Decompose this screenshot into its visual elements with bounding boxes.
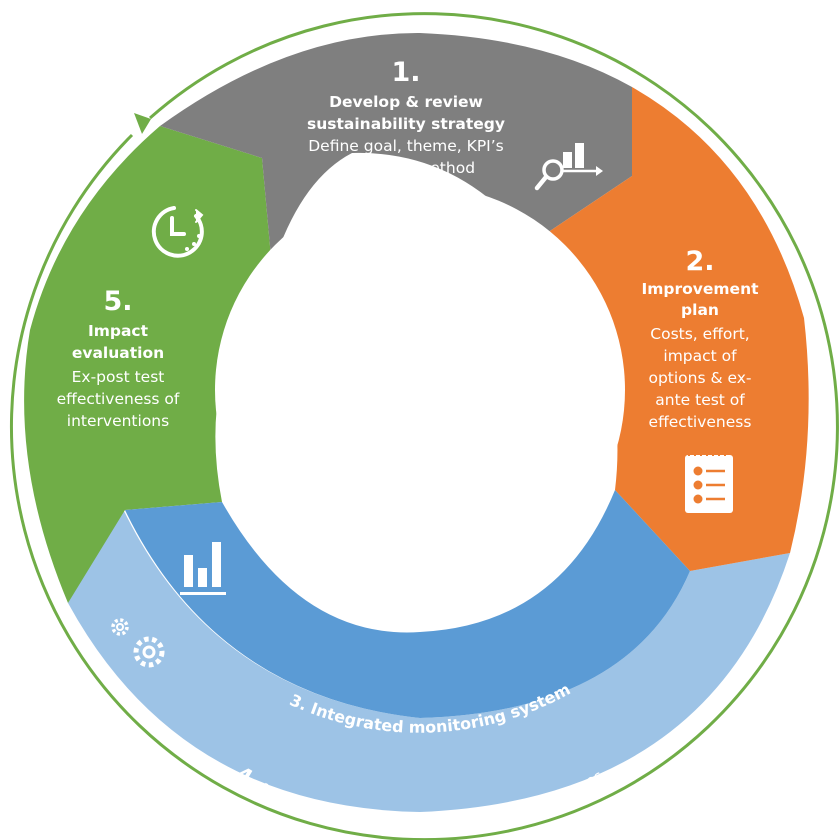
step5-body-line2: effectiveness of [57, 390, 180, 408]
gears-icon [111, 618, 165, 668]
segment-implementation [68, 506, 790, 812]
step2-body-line5: effectiveness [649, 413, 752, 431]
step5-body-line3: interventions [67, 412, 169, 430]
step3-number: 3. [287, 690, 310, 714]
outer-cycle-ring [9, 12, 839, 840]
center-circle [215, 185, 625, 595]
magnifier-bar-chart-icon [534, 143, 603, 191]
numbered-checklist-icon [685, 452, 733, 513]
step5-title-line2: evaluation [72, 344, 164, 362]
step2-body-line2: impact of [663, 347, 737, 365]
segment-improvement-plan [532, 87, 809, 571]
step5-number: 5. [103, 286, 132, 317]
step1-title-line2: sustainability strategy [307, 115, 505, 133]
clock-refresh-icon [151, 206, 204, 258]
step2-number: 2. [685, 246, 714, 277]
step1-title-line1: Develop & review [329, 93, 483, 111]
segment-monitoring-system [125, 490, 690, 718]
step5-body-line1: Ex-post test [72, 368, 165, 386]
step2-title-line2: plan [681, 301, 719, 319]
segment-impact-evaluation [24, 126, 272, 603]
step2-title-line1: Improvement [641, 280, 759, 298]
cycle-arrowhead-icon [134, 113, 151, 134]
step2-body-line3: options & ex- [648, 369, 751, 387]
step2-body-line4: ante test of [655, 391, 745, 409]
step1-body-line1: Define goal, theme, KPI’s [308, 137, 504, 155]
step2-body-line1: Costs, effort, [650, 325, 749, 343]
step1-number: 1. [391, 57, 420, 88]
step1-body-line2: Metrics & method [337, 159, 475, 177]
bar-chart-icon [180, 542, 226, 595]
step5-title-line1: Impact [88, 322, 149, 340]
